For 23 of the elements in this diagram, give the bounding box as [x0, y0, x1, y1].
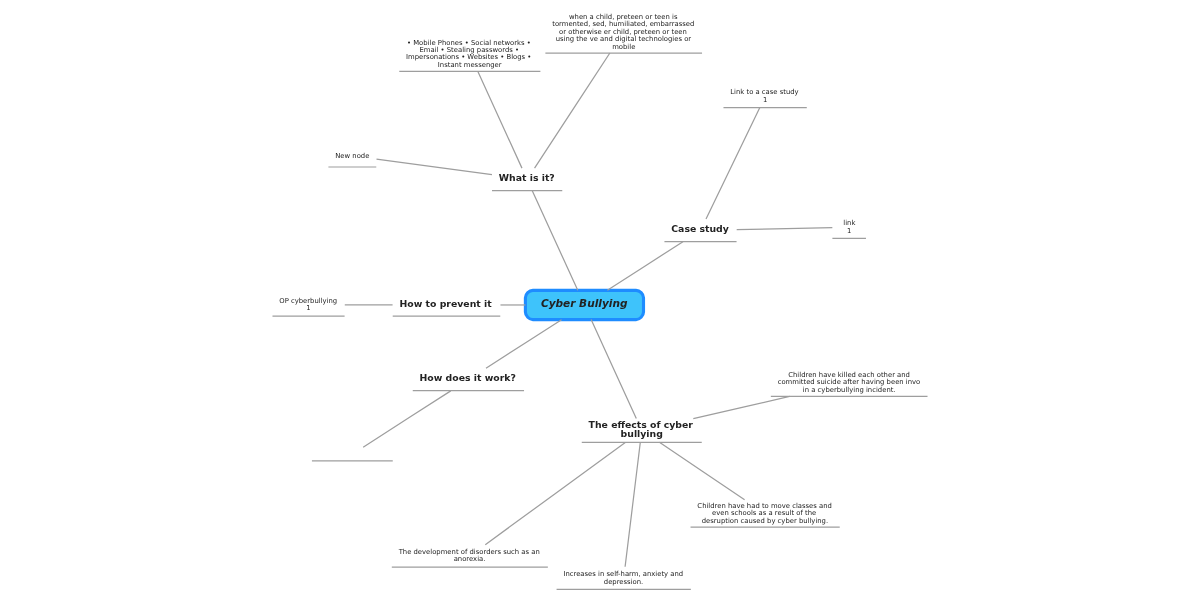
- connector: [624, 441, 641, 568]
- connector: [606, 241, 684, 291]
- connector: [362, 390, 452, 448]
- node-text: Case study: [671, 222, 729, 234]
- node-box: Cyber Bullying: [523, 288, 646, 322]
- connector: [705, 107, 761, 220]
- node-text: How does it work?: [419, 372, 516, 384]
- connector: [484, 441, 626, 546]
- connector: [692, 395, 791, 420]
- connector: [375, 158, 493, 176]
- connector: [485, 319, 563, 369]
- node-text: The effects of cyber bullying: [588, 418, 693, 440]
- connector: [533, 52, 611, 169]
- connector: [499, 304, 526, 306]
- node-line: [311, 460, 394, 462]
- node-text: How to prevent it: [399, 297, 492, 309]
- connector: [590, 319, 637, 420]
- connector: [477, 70, 523, 169]
- connector: [736, 227, 833, 231]
- connector: [658, 441, 746, 501]
- node-text: What is it?: [498, 172, 555, 184]
- connector: [531, 190, 579, 291]
- connector: [344, 304, 394, 306]
